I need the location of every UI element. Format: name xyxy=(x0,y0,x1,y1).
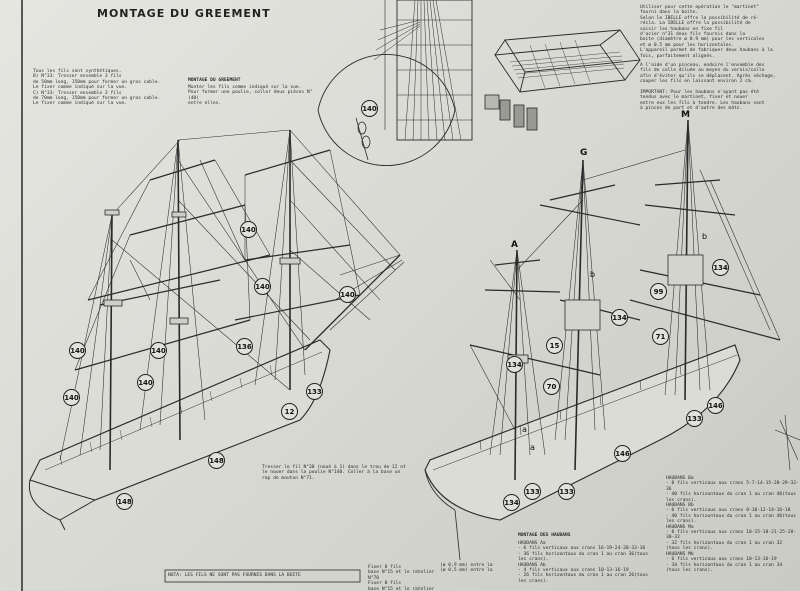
shroud-label: a xyxy=(522,425,527,434)
part-callout: 136 xyxy=(236,338,253,355)
part-callout: 146 xyxy=(614,445,631,462)
part-callout: 12 xyxy=(281,403,298,420)
montage-body: Monter les fils comme indiqué sur la vue… xyxy=(188,85,313,107)
part-callout: 133 xyxy=(524,483,541,500)
mast-label-g: G xyxy=(580,148,588,158)
mast-label-a: A xyxy=(511,240,518,250)
montage-heading: MONTAGE DU GREEMENT xyxy=(188,78,241,83)
part-callout: 134 xyxy=(506,356,523,373)
haubans-heading: MONTAGE DES HAUBANS xyxy=(518,533,571,538)
part-callout: 140 xyxy=(361,100,378,117)
note-top-left: Tous les fils sont synthétiques. B) N°33… xyxy=(33,69,161,107)
part-callout: 140 xyxy=(69,342,86,359)
part-callout: 134 xyxy=(712,259,729,276)
note-bottom-mid: Fixer 8 fils base N°15 et le ratelier N°… xyxy=(368,565,435,591)
haubans-col2: HAUBANS Ba - 8 fils verticaux aux crans … xyxy=(666,476,799,573)
page-title: MONTAGE DU GREEMENT xyxy=(97,7,271,20)
mast-label-m: M xyxy=(681,110,690,120)
part-callout: 134 xyxy=(503,494,520,511)
part-callout: 148 xyxy=(208,452,225,469)
note-top-right: Utiliser pour cette opération le "martin… xyxy=(640,5,773,59)
note-right-mid: A l'aide d'un pinceau, enduire l'ensembl… xyxy=(640,63,776,112)
shroud-label: b xyxy=(590,270,596,279)
note-bottom-center: Tresser le fil N°38 (noué à 1) dans le t… xyxy=(262,465,406,481)
part-callout: 140 xyxy=(339,286,356,303)
part-callout: 71 xyxy=(652,328,669,345)
part-callout: 99 xyxy=(650,283,667,300)
note-bottom-left-box: NOTA: LES FILS NE SONT PAS FOURNIS DANS … xyxy=(168,573,301,578)
part-callout: 70 xyxy=(543,378,560,395)
part-callout: 133 xyxy=(558,483,575,500)
part-callout: 133 xyxy=(686,410,703,427)
part-callout: 133 xyxy=(306,383,323,400)
part-callout: 140 xyxy=(254,278,271,295)
haubans-col1: HAUBANS Aa - 6 fils verticaux aux crans … xyxy=(518,541,648,584)
part-callout: 146 xyxy=(707,397,724,414)
part-callout: 140 xyxy=(137,374,154,391)
part-callout: 140 xyxy=(240,221,257,238)
part-callout: 148 xyxy=(116,493,133,510)
shroud-label: b xyxy=(702,232,708,241)
part-callout: 15 xyxy=(546,337,563,354)
note-bottom-mid-right: (ø 0,9 mm) entre la (ø 0,5 mm) entre la xyxy=(440,563,493,574)
shroud-label: a xyxy=(530,443,535,452)
part-callout: 134 xyxy=(611,309,628,326)
part-callout: 140 xyxy=(63,389,80,406)
part-callout: 140 xyxy=(150,342,167,359)
